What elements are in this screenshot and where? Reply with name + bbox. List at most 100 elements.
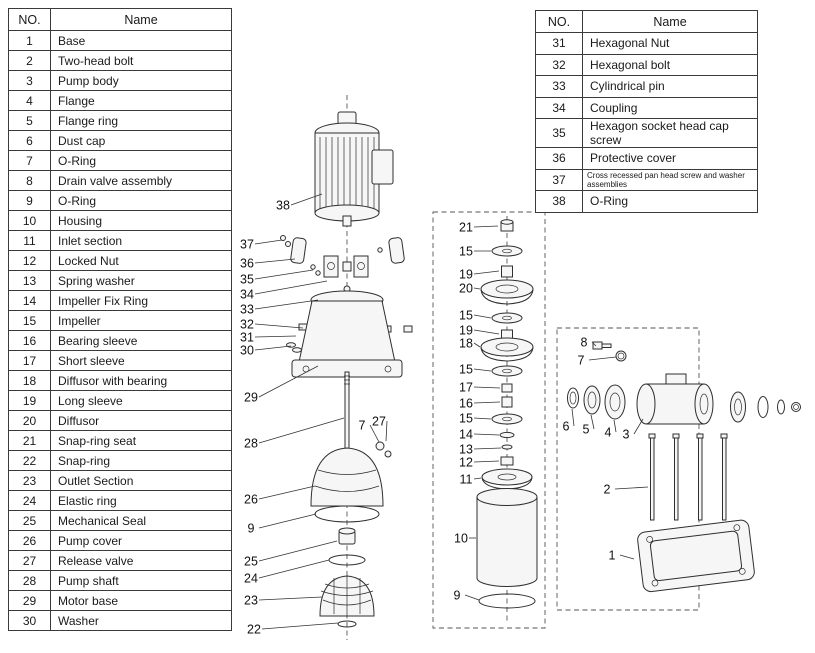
callout-leader-26 bbox=[258, 485, 316, 500]
base-drawing bbox=[637, 519, 755, 593]
part-no: 31 bbox=[535, 32, 583, 55]
callout-14: 14 bbox=[459, 428, 473, 442]
part-no: 38 bbox=[535, 190, 583, 213]
callout-11: 11 bbox=[460, 473, 473, 487]
callout-15: 15 bbox=[459, 363, 473, 377]
callout-leader-15 bbox=[473, 314, 492, 319]
callout-leader-28 bbox=[258, 417, 345, 444]
callout-38: 38 bbox=[276, 199, 290, 213]
part-name: Snap-ring bbox=[50, 450, 232, 471]
callout-17: 17 bbox=[459, 381, 473, 395]
callout-leader-30 bbox=[254, 345, 292, 351]
part-no: 2 bbox=[8, 50, 51, 71]
callout-30: 30 bbox=[240, 344, 254, 358]
callout-24: 24 bbox=[244, 572, 258, 586]
part-no: 19 bbox=[8, 390, 51, 411]
part-no: 22 bbox=[8, 450, 51, 471]
callout-leader-6 bbox=[571, 408, 575, 427]
callout-leader-27 bbox=[385, 420, 388, 442]
part-name: Hexagonal Nut bbox=[582, 32, 758, 55]
callout-36: 36 bbox=[240, 257, 254, 271]
part-name: Two-head bolt bbox=[50, 50, 232, 71]
part-no: 15 bbox=[8, 310, 51, 331]
callout-6: 6 bbox=[563, 420, 570, 434]
callout-16: 16 bbox=[459, 397, 473, 411]
pump-body-group-drawing bbox=[567, 341, 801, 593]
callout-26: 26 bbox=[244, 493, 258, 507]
callout-13: 13 bbox=[459, 443, 473, 457]
part-name: Release valve bbox=[50, 550, 232, 571]
part-name: Diffusor bbox=[50, 410, 232, 431]
callout-37: 37 bbox=[240, 238, 254, 252]
part-name: Dust cap bbox=[50, 130, 232, 151]
callout-leader-1 bbox=[619, 554, 635, 560]
part-name: Hexagon socket head cap screw bbox=[582, 118, 758, 148]
callout-15: 15 bbox=[459, 309, 473, 323]
callout-3: 3 bbox=[623, 428, 630, 442]
callout-leader-25 bbox=[258, 540, 338, 562]
callout-23: 23 bbox=[244, 594, 258, 608]
callout-leader-11 bbox=[473, 477, 482, 480]
callout-1: 1 bbox=[609, 549, 616, 563]
callout-leader-35 bbox=[254, 269, 314, 280]
callout-29: 29 bbox=[244, 391, 258, 405]
part-name: Protective cover bbox=[582, 147, 758, 170]
part-name: Locked Nut bbox=[50, 250, 232, 271]
callout-leader-12 bbox=[473, 460, 500, 463]
callout-9: 9 bbox=[248, 522, 255, 536]
part-no: 36 bbox=[535, 147, 583, 170]
callout-leader-34 bbox=[254, 280, 328, 295]
part-name: Impeller bbox=[50, 310, 232, 331]
part-no: 20 bbox=[8, 410, 51, 431]
part-no: 30 bbox=[8, 610, 51, 631]
callout-leader-36 bbox=[254, 258, 296, 264]
callout-leader-19 bbox=[473, 329, 500, 335]
callout-20: 20 bbox=[459, 282, 473, 296]
callout-leader-15 bbox=[473, 368, 492, 372]
part-no: 10 bbox=[8, 210, 51, 231]
part-no: 11 bbox=[8, 230, 51, 251]
header-name: Name bbox=[582, 10, 758, 33]
part-no: 12 bbox=[8, 250, 51, 271]
callout-leader-31 bbox=[254, 335, 297, 338]
callout-22: 22 bbox=[247, 623, 261, 637]
callout-leader-9 bbox=[258, 513, 317, 529]
callout-leader-16 bbox=[473, 401, 501, 404]
part-name: Flange bbox=[50, 90, 232, 111]
callout-leader-38 bbox=[290, 193, 323, 206]
motor-base-drawing bbox=[291, 290, 403, 378]
two-head-bolts-drawing bbox=[648, 433, 728, 521]
part-no: 34 bbox=[535, 96, 583, 119]
callout-leader-7 bbox=[369, 424, 380, 443]
part-no: 7 bbox=[8, 150, 51, 171]
part-name: Flange ring bbox=[50, 110, 232, 131]
part-name: Elastic ring bbox=[50, 490, 232, 511]
table-header-row: NO. Name bbox=[535, 10, 758, 33]
part-no: 23 bbox=[8, 470, 51, 491]
callout-leader-13 bbox=[473, 447, 502, 450]
part-no: 21 bbox=[8, 430, 51, 451]
callout-28: 28 bbox=[244, 437, 258, 451]
part-no: 35 bbox=[535, 118, 583, 148]
callout-34: 34 bbox=[240, 288, 254, 302]
header-no: NO. bbox=[535, 10, 583, 33]
callout-8: 8 bbox=[581, 336, 588, 350]
motor-drawing bbox=[314, 111, 394, 227]
callout-leader-29 bbox=[258, 365, 319, 398]
